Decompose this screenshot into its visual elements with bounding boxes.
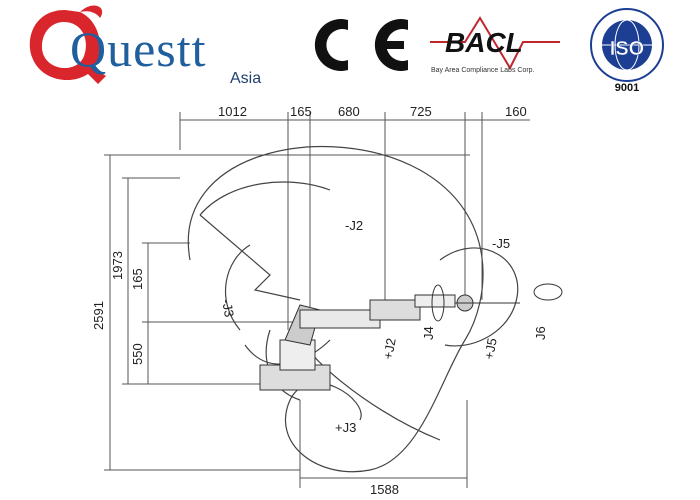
ce-mark-icon	[314, 19, 408, 71]
dim-top-4: 725	[410, 104, 432, 119]
dim-bottom: 1588	[370, 482, 399, 497]
label-j4: J4	[421, 326, 436, 340]
label-neg-j2: -J2	[345, 218, 363, 233]
robot-arm-icon	[259, 294, 520, 391]
label-j6: J6	[533, 326, 548, 340]
dim-left-1: 2591	[91, 301, 106, 330]
label-neg-j3: -J3	[219, 298, 237, 318]
questt-logo	[29, 5, 106, 84]
dim-top-5: 160	[505, 104, 527, 119]
bacl-logo: BACL Bay Area Compliance Labs Corp.	[430, 16, 560, 74]
label-neg-j5: -J5	[492, 236, 510, 251]
bacl-sub: Bay Area Compliance Labs Corp.	[431, 67, 535, 74]
brand-sub: Asia	[230, 70, 262, 87]
header-logos: Questt Asia BACL Bay Area Compliance Lab…	[0, 0, 700, 100]
label-pos-j5: +J5	[481, 337, 499, 361]
label-pos-j2: +J2	[380, 337, 398, 361]
iso-number: 9001	[615, 82, 639, 94]
bacl-name: BACL	[445, 27, 523, 58]
dim-left-2: 1973	[110, 251, 125, 280]
questt-q-swoosh-icon	[29, 10, 106, 84]
iso-name: ISO	[610, 38, 644, 60]
dim-top-3: 680	[338, 104, 360, 119]
dim-top-2: 165	[290, 104, 312, 119]
iso-logo: ISO 9001	[590, 8, 664, 94]
brand-name: Questt	[70, 21, 207, 77]
dim-left-3: 165	[130, 268, 145, 290]
dim-top-1: 1012	[218, 104, 247, 119]
label-pos-j3: +J3	[335, 420, 356, 435]
robot-range-diagram: 1012 165 680 725 160 2591 1973 165 550 1…	[91, 104, 563, 497]
dim-left-4: 550	[130, 343, 145, 365]
